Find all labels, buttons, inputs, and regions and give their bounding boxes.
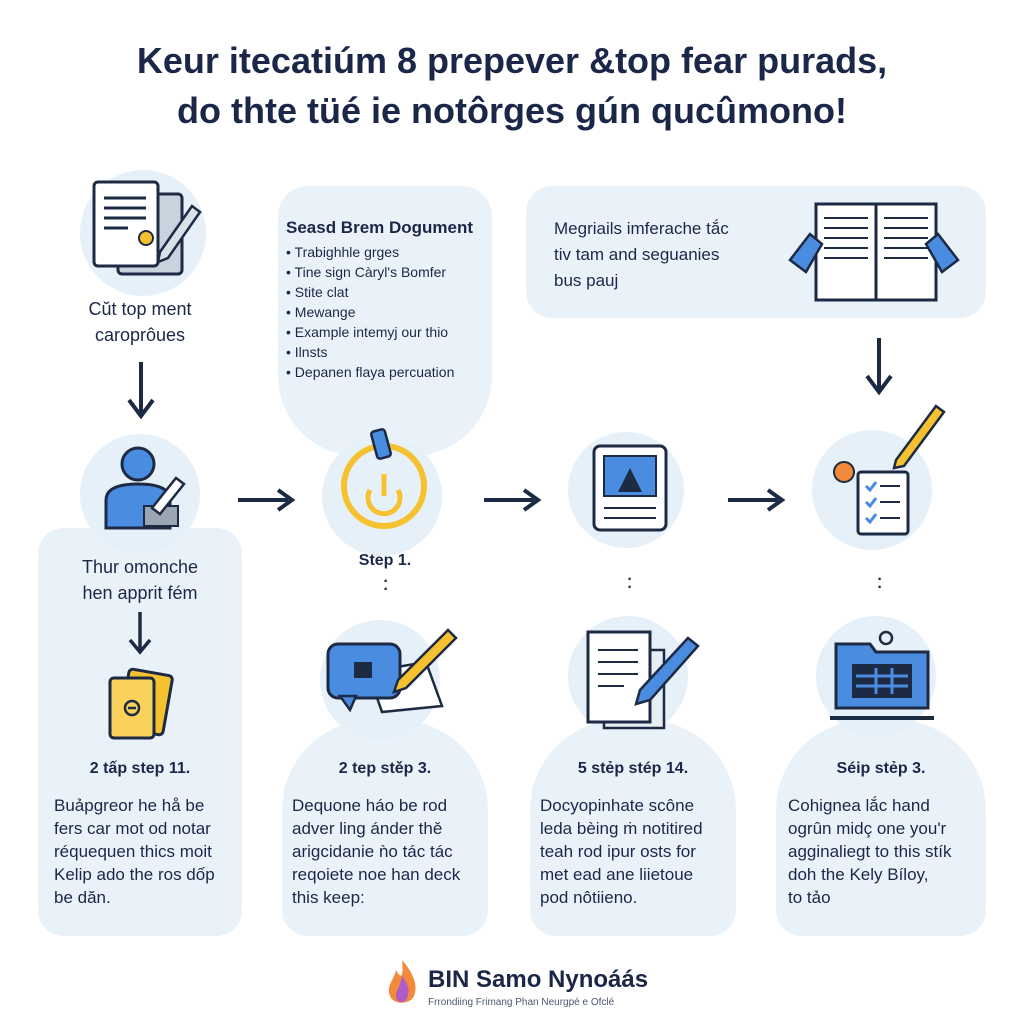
column-1-text-line: be dăn. — [54, 888, 111, 907]
bullet-item: Depanen flaya percuation — [286, 362, 490, 382]
column-1-caption-line1: Thur omonche — [81, 557, 199, 577]
column-2-text-line: arigcidanie ǹo tác tác — [292, 842, 453, 861]
bullet-item: Ilnsts — [286, 342, 490, 362]
open-book-icon — [786, 198, 962, 310]
column-3-text-line: teah rod ipur osts for — [540, 842, 696, 861]
column-1-text-line: réquequen thics moit — [54, 842, 212, 861]
column-3-panel — [530, 720, 736, 936]
vertical-dots: ·· — [383, 573, 389, 598]
column-1-caption: Thur omonche hen apprit fém — [50, 554, 230, 606]
column-2-panel — [282, 720, 488, 936]
column-4-text-line: to tảo — [788, 888, 831, 907]
top-right-line: bus pauj — [554, 271, 619, 290]
power-icon — [330, 426, 440, 536]
vertical-dots: ·· — [627, 571, 633, 596]
column-2-text: Dequone háo be rod adver ling ánder thě … — [292, 794, 486, 909]
column-4-text-line: doh the Kely Bíloy, — [788, 865, 929, 884]
bullet-item: Trabighhle grges — [286, 242, 490, 262]
column-2-text-line: reqoiete noe han deck — [292, 865, 461, 884]
column-4-text-line: agginaliegt to this stík — [788, 842, 952, 861]
bullet-item: Tine sign Càryl's Bomfer — [286, 262, 490, 282]
top-left-label-line1: Cŭt top ment — [88, 299, 192, 319]
column-1-text-line: Kelip ado the ros dốp — [54, 865, 215, 884]
top-left-label: Cŭt top ment caroprôues — [50, 296, 230, 348]
flame-logo-icon — [384, 958, 420, 1008]
center-bubble-heading: Seasd Brem Dogument — [286, 218, 474, 237]
column-3-text-line: met ead ane liietoue — [540, 865, 694, 884]
top-left-label-line2: caroprôues — [94, 325, 186, 345]
column-1-text-line: Buảpgreor he hå be — [54, 796, 205, 815]
document-pen-blue-icon — [584, 628, 704, 732]
bullet-item: Mewange — [286, 302, 490, 322]
tablet-icon — [590, 442, 674, 534]
person-writing-icon — [100, 444, 190, 530]
arrow-down-icon — [126, 360, 156, 420]
bullet-item: Example intemyj our thio — [286, 322, 490, 342]
column-4-panel — [776, 720, 986, 936]
arrow-down-small-icon — [126, 610, 154, 656]
laptop-icon — [826, 628, 940, 726]
column-4-text-line: Cohignea lắc hand — [788, 796, 930, 815]
column-2-text-line: adver ling ánder thě — [292, 819, 443, 838]
column-1-caption-line2: hen apprit fém — [82, 583, 198, 603]
vertical-dots: ·· — [877, 571, 883, 596]
checklist-icon — [818, 400, 948, 540]
column-1-text-line: fers car mot od notar — [54, 819, 211, 838]
title-line-2: do thte tüé ie notôrges gún qucûmono! — [177, 90, 847, 131]
column-4-text-line: ogrûn midç one you'r — [788, 819, 947, 838]
document-pen-icon — [104, 664, 174, 744]
column-3-text-line: Docyopinhate scône — [540, 796, 695, 815]
chat-pen-icon — [322, 626, 462, 716]
column-4-step: Séip stẻp 3. — [836, 760, 926, 777]
column-3-text-line: leda bèing ṁ notitired — [540, 819, 703, 838]
top-right-line: tiv tam and seguanies — [554, 245, 720, 264]
top-right-line: Megriails imferache tắc — [554, 219, 729, 238]
column-2-step: 2 tep stěp 3. — [338, 760, 432, 777]
column-1-text: Buảpgreor he hå be fers car mot od notar… — [54, 794, 240, 909]
column-2-text-line: this keep: — [292, 888, 365, 907]
column-3-text-line: pod nôtiieno. — [540, 888, 638, 907]
column-1-step: 2 tấp step 11. — [89, 760, 191, 777]
column-3-text: Docyopinhate scône leda bèing ṁ notitire… — [540, 794, 734, 909]
top-right-bubble-text: Megriails imferache tắc tiv tam and segu… — [554, 216, 774, 294]
column-3-step: 5 stẻp stép 14. — [577, 760, 689, 777]
step-1-label: Step 1. — [358, 552, 412, 569]
page-title: Keur itecatiúm 8 prepever &top fear pura… — [40, 36, 984, 136]
arrow-right-icon — [236, 488, 296, 512]
column-4-text: Cohignea lắc hand ogrûn midç one you'r a… — [788, 794, 984, 909]
footer-tagline: Frrondiing Frimang Phan Neurgpé e Ofclé — [428, 997, 615, 1008]
arrow-down-icon — [864, 336, 894, 396]
footer-brand: BIN Samo Nynoáás — [428, 966, 649, 993]
title-line-1: Keur itecatiúm 8 prepever &top fear pura… — [136, 40, 888, 81]
arrow-right-icon — [726, 488, 786, 512]
column-2-text-line: Dequone háo be rod — [292, 796, 448, 815]
arrow-right-icon — [482, 488, 542, 512]
center-bubble-list: Trabighhle grges Tine sign Càryl's Bomfe… — [286, 242, 490, 382]
document-edit-icon — [88, 176, 208, 286]
bullet-item: Stite clat — [286, 282, 490, 302]
